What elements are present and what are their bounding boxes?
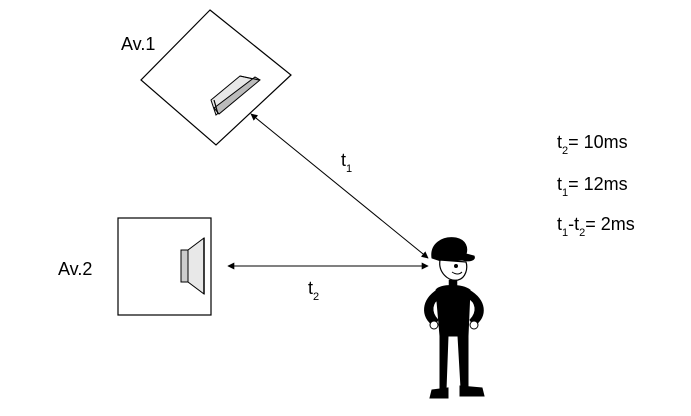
speaker-av1-label: Av.1 — [121, 34, 155, 54]
loudspeaker-icon — [210, 75, 261, 116]
equation-line: t1= 12ms — [557, 174, 628, 199]
equation-line: t1-t2= 2ms — [557, 214, 635, 239]
timing-equations: t2= 10ms t1= 12ms t1-t2= 2ms — [557, 132, 635, 239]
speaker-av2-label: Av.2 — [58, 259, 92, 279]
speaker-av2: Av.2 — [58, 217, 212, 316]
path-t2-label: t2 — [308, 278, 319, 303]
speaker-av1: Av.1 — [121, 9, 292, 146]
speaker-av1-box — [140, 9, 292, 146]
person-figure-icon — [424, 237, 485, 399]
path-t1-arrow — [250, 113, 429, 259]
path-t1-label: t1 — [341, 150, 352, 175]
loudspeaker-icon — [180, 237, 205, 295]
equation-line: t2= 10ms — [557, 132, 628, 157]
